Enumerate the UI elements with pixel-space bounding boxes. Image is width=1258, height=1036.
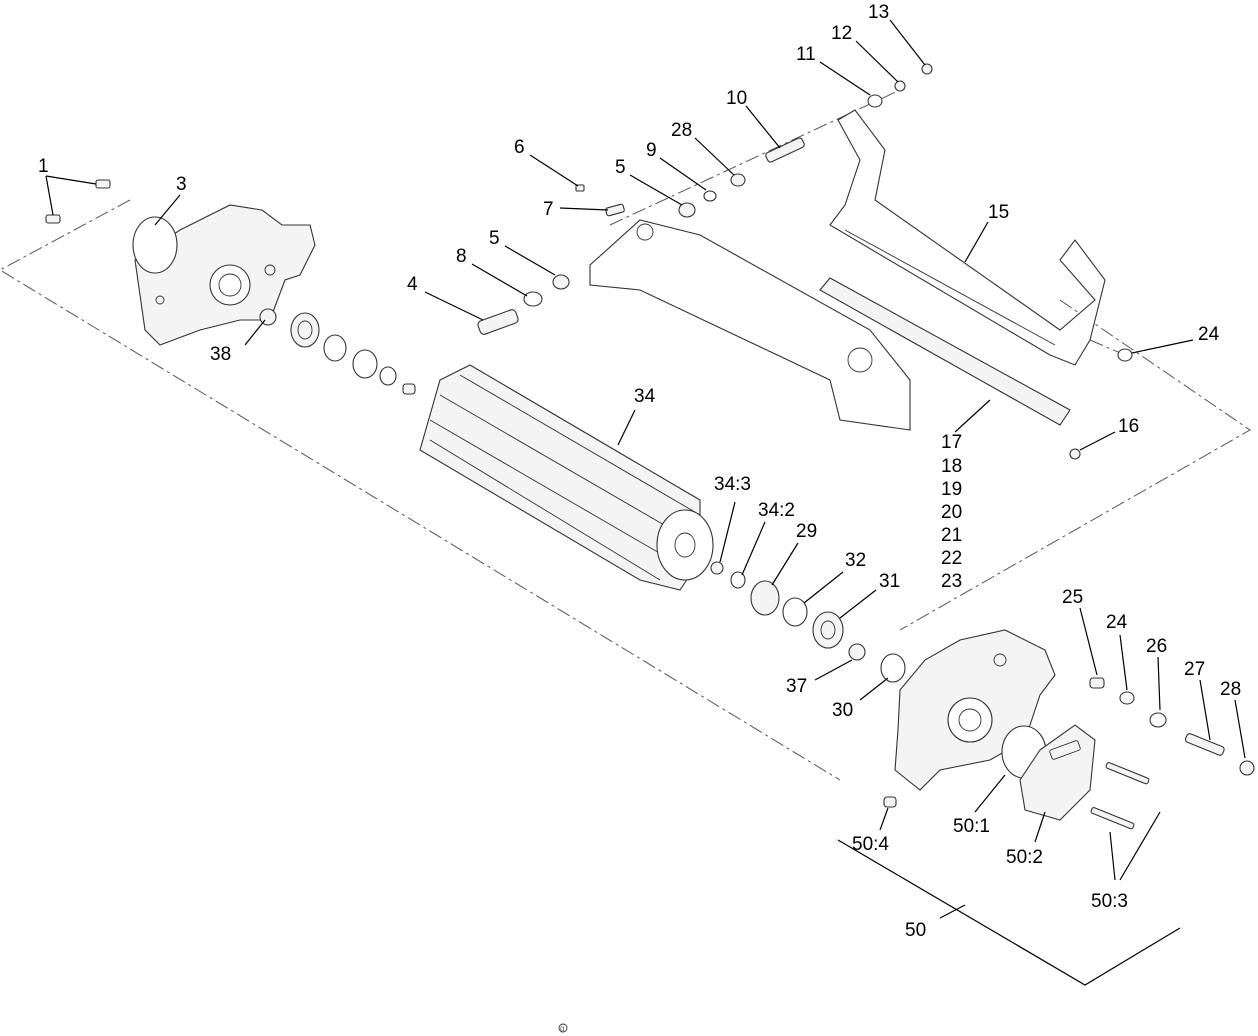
right-side-plate bbox=[894, 629, 1056, 791]
footer-mark: g bbox=[560, 1024, 564, 1033]
callout-17: 17 bbox=[941, 432, 962, 453]
callout-29: 29 bbox=[796, 521, 817, 542]
callout-3: 3 bbox=[176, 174, 187, 195]
front-shaft-parts bbox=[477, 274, 570, 335]
callout-1: 1 bbox=[38, 156, 49, 177]
callout-5-lower: 5 bbox=[489, 228, 500, 249]
callout-50-1: 50:1 bbox=[953, 816, 990, 837]
callout-50-2: 50:2 bbox=[1006, 847, 1043, 868]
callout-24-top: 24 bbox=[1198, 324, 1220, 345]
assembly-outline-left bbox=[0, 199, 841, 781]
callout-34-2: 34:2 bbox=[758, 500, 795, 521]
callout-20: 20 bbox=[941, 502, 962, 523]
callout-31: 31 bbox=[879, 571, 900, 592]
callout-32: 32 bbox=[845, 550, 866, 571]
callout-11: 11 bbox=[796, 44, 816, 65]
callout-8: 8 bbox=[456, 246, 467, 267]
callout-26: 26 bbox=[1146, 636, 1167, 657]
reel-assembly bbox=[419, 364, 746, 591]
callout-30: 30 bbox=[832, 700, 853, 721]
callout-16: 16 bbox=[1118, 416, 1139, 437]
callout-50-3: 50:3 bbox=[1091, 891, 1128, 912]
callout-24-right: 24 bbox=[1106, 612, 1128, 633]
bedknife bbox=[819, 277, 1071, 426]
callout-labels: 1 3 4 5 8 38 6 7 5 9 28 10 11 12 13 15 2… bbox=[38, 2, 1241, 941]
leader-lines bbox=[45, 19, 1246, 986]
callout-6: 6 bbox=[514, 137, 525, 158]
right-hardware bbox=[1089, 677, 1255, 776]
callout-34: 34 bbox=[634, 386, 656, 407]
callout-7: 7 bbox=[543, 199, 554, 220]
callout-18: 18 bbox=[941, 456, 962, 477]
callout-19: 19 bbox=[941, 479, 962, 500]
callout-28-right: 28 bbox=[1220, 679, 1241, 700]
screw-1a bbox=[95, 179, 111, 189]
callout-5-upper: 5 bbox=[615, 157, 626, 178]
frame bbox=[589, 219, 911, 431]
callout-4: 4 bbox=[407, 274, 418, 295]
callout-21: 21 bbox=[941, 525, 962, 546]
callout-38: 38 bbox=[210, 344, 231, 365]
bedbar bbox=[829, 109, 1106, 366]
callout-23: 23 bbox=[941, 571, 962, 592]
callout-22: 22 bbox=[941, 548, 962, 569]
top-shaft-parts bbox=[575, 63, 933, 218]
axis-line-upper bbox=[609, 89, 901, 226]
callout-9: 9 bbox=[646, 140, 657, 161]
callout-50: 50 bbox=[905, 920, 926, 941]
left-bearing-stack bbox=[259, 308, 416, 395]
callout-37: 37 bbox=[786, 676, 807, 697]
callout-50-4: 50:4 bbox=[852, 834, 889, 855]
footer-mark-circle bbox=[558, 1023, 568, 1033]
bolts-50-3 bbox=[1090, 762, 1150, 830]
right-bearing-stack bbox=[750, 580, 906, 683]
callout-15: 15 bbox=[988, 202, 1009, 223]
callout-27: 27 bbox=[1184, 659, 1205, 680]
cover bbox=[1001, 724, 1096, 821]
screw-1b bbox=[45, 214, 61, 224]
bolt-50-4 bbox=[883, 796, 897, 808]
left-side-plate bbox=[132, 204, 316, 346]
callout-10: 10 bbox=[726, 88, 747, 109]
callout-25: 25 bbox=[1062, 587, 1083, 608]
assembly-outline-right bbox=[899, 299, 1251, 631]
callout-12: 12 bbox=[831, 23, 852, 44]
screw-16 bbox=[1069, 448, 1081, 460]
callout-13: 13 bbox=[868, 2, 889, 23]
washer-24-top bbox=[1117, 348, 1133, 362]
callout-34-3: 34:3 bbox=[714, 474, 751, 495]
callout-28-top: 28 bbox=[671, 120, 692, 141]
